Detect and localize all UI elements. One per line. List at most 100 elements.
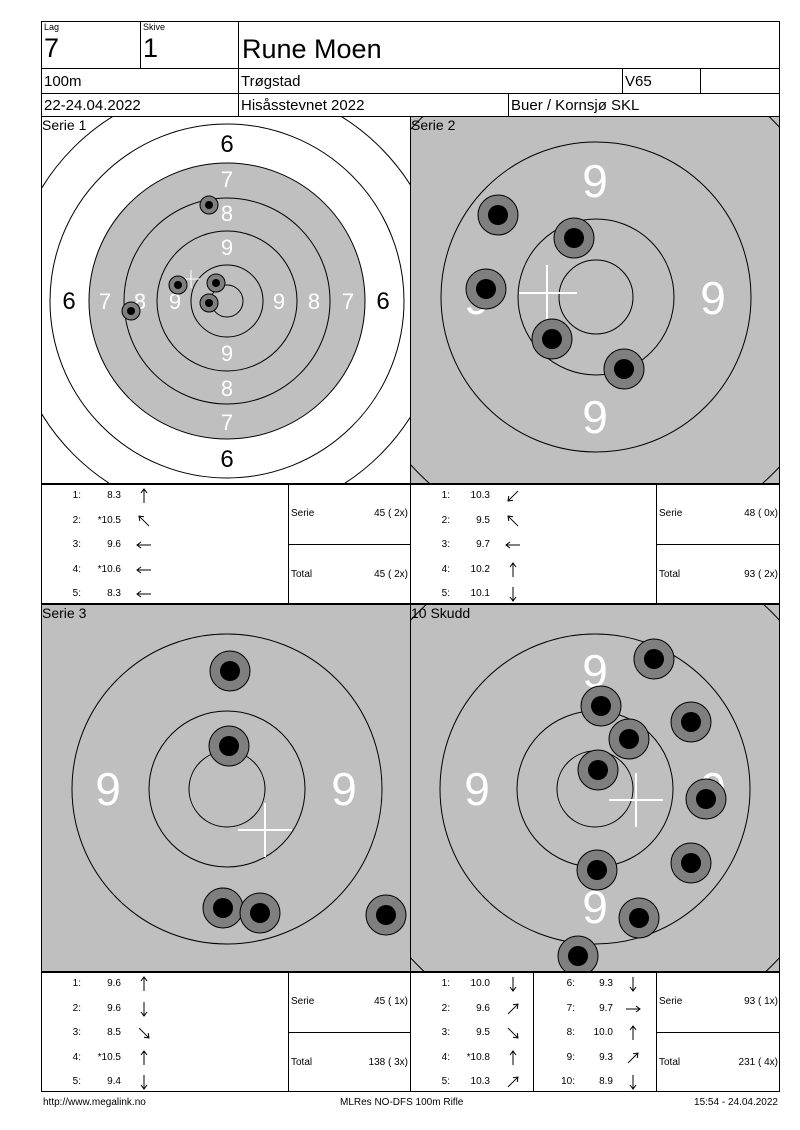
shot-hole	[580, 685, 622, 727]
ring-number: 8	[221, 201, 233, 226]
total-value: 231 ( 4x)	[738, 1057, 778, 1068]
arrow-up-icon	[509, 561, 517, 577]
target-serie2: 9 9 9 9 Serie 2	[410, 116, 780, 484]
shot-value: 10.2	[470, 563, 490, 575]
ring-number: 9	[169, 289, 181, 314]
serie-label: Serie	[659, 996, 683, 1007]
total-label: Total	[659, 1057, 681, 1068]
shot-value: 9.3	[599, 1051, 613, 1063]
ring-number: 8	[308, 289, 320, 314]
shot-value: 9.7	[599, 1002, 613, 1014]
shot-hole	[685, 778, 727, 820]
ring-number: 9	[221, 235, 233, 260]
divider	[508, 93, 509, 117]
serie-value: 45 ( 1x)	[374, 996, 408, 1007]
club: Buer / Kornsjø SKL	[511, 97, 640, 114]
shot-number: 7:	[566, 1002, 575, 1014]
divider	[622, 68, 623, 93]
shot-hole	[121, 301, 141, 321]
distance: 100m	[44, 73, 82, 90]
shot-number: 1:	[441, 490, 450, 501]
total-label: Total	[291, 1057, 313, 1068]
arrow-up-icon	[140, 1049, 148, 1065]
arrow-down-icon	[509, 587, 517, 602]
shot-hole	[553, 217, 595, 259]
shot-value: 9.3	[599, 978, 613, 989]
shot-value: 10.3	[470, 490, 490, 501]
ring-number: 6	[62, 288, 75, 315]
shot-number: 5:	[441, 1076, 450, 1087]
shot-value: 10.1	[470, 588, 490, 599]
shot-hole	[618, 897, 660, 939]
ring-number: 9	[582, 391, 608, 443]
arrow-up-right-icon	[507, 1076, 519, 1088]
shot-hole	[531, 318, 573, 360]
shot-number: 4:	[72, 563, 81, 575]
shot-value: 9.6	[107, 978, 121, 989]
shot-value: *10.6	[97, 563, 121, 575]
ring-7	[88, 162, 366, 440]
ring-number: 8	[221, 376, 233, 401]
shot-value: *10.5	[97, 1051, 121, 1063]
shot-number: 1:	[72, 490, 81, 501]
shot-hole	[209, 650, 251, 692]
shot-hole	[557, 935, 599, 971]
shot-value: 9.5	[476, 1027, 490, 1038]
panel-title: Serie 2	[411, 117, 456, 133]
target-full-svg: 6 6 6 6 7 7 7 7 8 8 8 8 9 9 9 9	[42, 117, 410, 483]
target-serie3: 9 9 Serie 3	[41, 604, 411, 972]
dates: 22-24.04.2022	[44, 97, 141, 114]
shot-number: 5:	[72, 588, 81, 599]
ring-number: 7	[221, 410, 233, 435]
shot-hole	[603, 348, 645, 390]
shot-number: 2:	[441, 1002, 450, 1014]
divider	[288, 544, 410, 545]
shot-number: 3:	[441, 1027, 450, 1038]
skive-label: Skive	[143, 22, 166, 32]
ring-number: 7	[221, 167, 233, 192]
arrow-down-icon	[629, 1075, 637, 1090]
ring-8	[440, 141, 752, 453]
shot-value: 9.6	[107, 1002, 121, 1014]
shot-number: 3:	[72, 539, 81, 550]
ring-number: 7	[342, 289, 354, 314]
shot-number: 6:	[566, 978, 575, 989]
ring-9	[148, 710, 306, 868]
total-label: Total	[291, 569, 313, 580]
shot-number: 10:	[561, 1076, 575, 1087]
shot-hole	[576, 849, 618, 891]
serie-label: Serie	[659, 508, 683, 519]
shot-value: 9.7	[476, 539, 490, 550]
serie-label: Serie	[291, 508, 315, 519]
shot-value: 8.9	[599, 1076, 613, 1087]
target-serie1: 6 6 6 6 7 7 7 7 8 8 8 8 9 9 9 9 Serie 1	[41, 116, 411, 484]
serie-value: 93 ( 1x)	[744, 996, 778, 1007]
shot-number: 1:	[441, 978, 450, 989]
footer-url[interactable]: http://www.megalink.no	[43, 1097, 146, 1108]
arrow-left-icon	[136, 541, 151, 549]
shot-value: *10.5	[97, 514, 121, 526]
panel-title: Serie 3	[42, 605, 87, 621]
arrow-down-icon	[509, 977, 517, 992]
divider	[288, 1032, 410, 1033]
shot-number: 4:	[441, 1051, 450, 1063]
shooter-name: Rune Moen	[242, 34, 382, 64]
shot-hole	[577, 749, 619, 791]
shot-value: 8.3	[107, 588, 121, 599]
place: Trøgstad	[241, 73, 301, 90]
arrow-up-icon	[140, 488, 148, 503]
shot-number: 3:	[441, 539, 450, 550]
ring-8	[71, 633, 383, 945]
shot-hole	[208, 725, 250, 767]
arrow-down-right-icon	[507, 1027, 519, 1039]
ring-number: 6	[220, 131, 233, 158]
serie-value: 48 ( 0x)	[744, 508, 778, 519]
total-value: 45 ( 2x)	[374, 569, 408, 580]
shot-hole	[670, 701, 712, 743]
arrow-down-left-icon	[507, 490, 519, 502]
